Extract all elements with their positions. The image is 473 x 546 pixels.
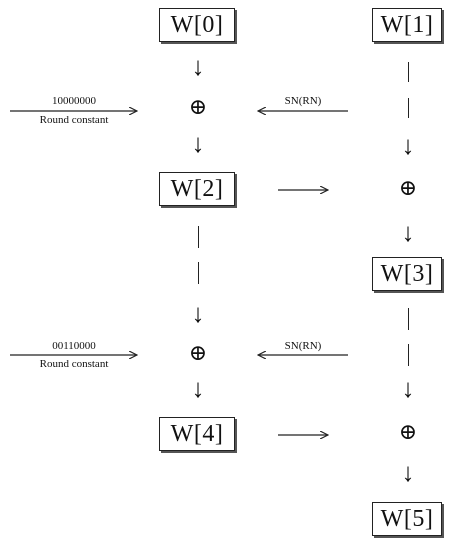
xor-icon: ⊕: [398, 175, 418, 200]
down-arrow-icon: ↓: [401, 218, 415, 247]
sn-rn-label-1: SN(RN): [284, 95, 322, 107]
round-constant-caption-1: Round constant: [39, 114, 109, 126]
xor-icon: ⊕: [398, 419, 418, 444]
word-box-w1: W[1]: [372, 8, 442, 42]
connector-dash: [408, 308, 410, 330]
down-arrow-icon: ↓: [191, 52, 205, 81]
word-box-w3: W[3]: [372, 257, 442, 291]
connector-dash: [408, 344, 410, 366]
connector-dash: [408, 98, 410, 118]
down-arrow-icon: ↓: [401, 458, 415, 487]
down-arrow-icon: ↓: [191, 129, 205, 158]
round-constant-value-2: 00110000: [52, 340, 96, 352]
word-box-w0: W[0]: [159, 8, 235, 42]
round-constant-caption-2: Round constant: [39, 358, 109, 370]
connector-dash: [408, 62, 410, 82]
xor-icon: ⊕: [188, 340, 208, 365]
word-box-w2: W[2]: [159, 172, 235, 206]
word-box-w5: W[5]: [372, 502, 442, 536]
down-arrow-icon: ↓: [401, 131, 415, 160]
word-box-w4: W[4]: [159, 417, 235, 451]
round-constant-value-1: 10000000: [52, 95, 96, 107]
xor-icon: ⊕: [188, 94, 208, 119]
connector-dash: [198, 262, 200, 284]
connector-dash: [198, 226, 200, 248]
down-arrow-icon: ↓: [191, 374, 205, 403]
down-arrow-icon: ↓: [191, 299, 205, 328]
sn-rn-label-2: SN(RN): [284, 340, 322, 352]
down-arrow-icon: ↓: [401, 374, 415, 403]
